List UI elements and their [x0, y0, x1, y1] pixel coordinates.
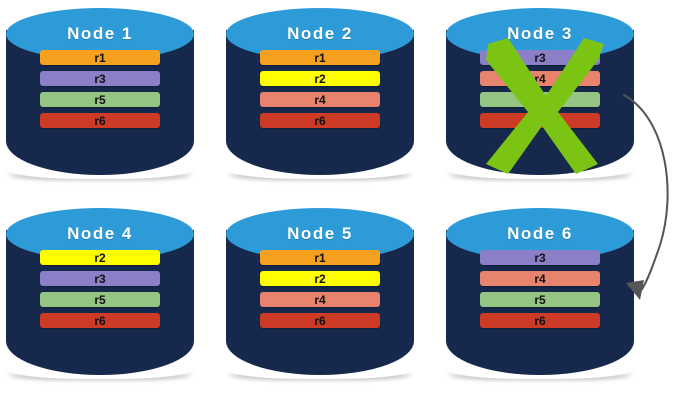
- replica-list-3: r3 r4 r5 r6: [480, 50, 600, 128]
- replica-bar[interactable]: r3: [40, 271, 160, 286]
- replica-bar[interactable]: r6: [480, 313, 600, 328]
- replica-bar[interactable]: r2: [260, 271, 380, 286]
- replica-bar[interactable]: r6: [260, 113, 380, 128]
- replica-bar[interactable]: r3: [40, 71, 160, 86]
- replica-bar[interactable]: r3: [480, 50, 600, 65]
- replica-list-6: r3 r4 r5 r6: [480, 250, 600, 328]
- node-title-1: Node 1: [67, 24, 133, 43]
- node-cylinder-1[interactable]: Node 1 r1 r3 r5 r6: [6, 8, 194, 193]
- node-cylinder-4[interactable]: Node 4 r2 r3 r5 r6: [6, 208, 194, 393]
- replica-bar[interactable]: r1: [260, 250, 380, 265]
- replica-bar[interactable]: r6: [40, 113, 160, 128]
- replica-bar[interactable]: r2: [260, 71, 380, 86]
- replica-bar[interactable]: r6: [480, 113, 600, 128]
- replica-bar[interactable]: r6: [260, 313, 380, 328]
- node-title-2: Node 2: [287, 24, 353, 43]
- replica-bar[interactable]: r5: [480, 292, 600, 307]
- replica-bar[interactable]: r4: [480, 71, 600, 86]
- node-cylinder-3[interactable]: Node 3 r3 r4 r5 r6: [446, 8, 634, 193]
- node-title-6: Node 6: [507, 224, 573, 243]
- replica-list-4: r2 r3 r5 r6: [40, 250, 160, 328]
- node-title-5: Node 5: [287, 224, 353, 243]
- node-cylinder-6[interactable]: Node 6 r3 r4 r5 r6: [446, 208, 634, 393]
- replica-bar[interactable]: r4: [480, 271, 600, 286]
- replica-bar[interactable]: r4: [260, 92, 380, 107]
- node-title-4: Node 4: [67, 224, 133, 243]
- replica-bar[interactable]: r6: [40, 313, 160, 328]
- replica-bar[interactable]: r4: [260, 292, 380, 307]
- node-cylinder-2[interactable]: Node 2 r1 r2 r4 r6: [226, 8, 414, 193]
- replica-list-2: r1 r2 r4 r6: [260, 50, 380, 128]
- replica-bar[interactable]: r5: [40, 92, 160, 107]
- replica-bar[interactable]: r1: [260, 50, 380, 65]
- replica-list-5: r1 r2 r4 r6: [260, 250, 380, 328]
- replica-bar[interactable]: r3: [480, 250, 600, 265]
- replica-list-1: r1 r3 r5 r6: [40, 50, 160, 128]
- replica-bar[interactable]: r1: [40, 50, 160, 65]
- replica-bar[interactable]: r5: [40, 292, 160, 307]
- replica-bar[interactable]: r5: [480, 92, 600, 107]
- node-cylinder-5[interactable]: Node 5 r1 r2 r4 r6: [226, 208, 414, 393]
- replica-bar[interactable]: r2: [40, 250, 160, 265]
